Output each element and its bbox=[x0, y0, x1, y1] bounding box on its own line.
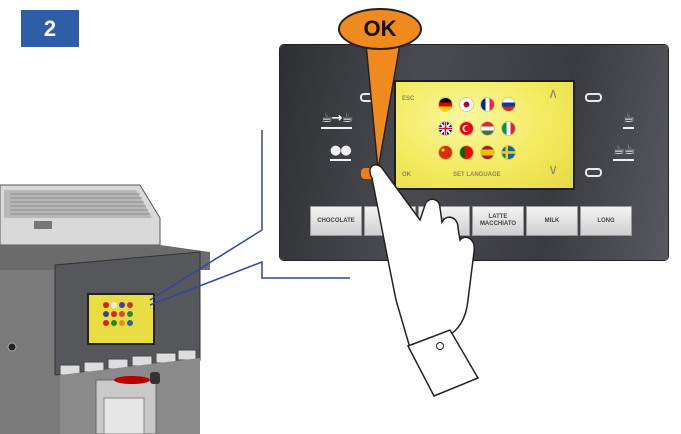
ok-callout-bubble: OK bbox=[338, 8, 422, 50]
